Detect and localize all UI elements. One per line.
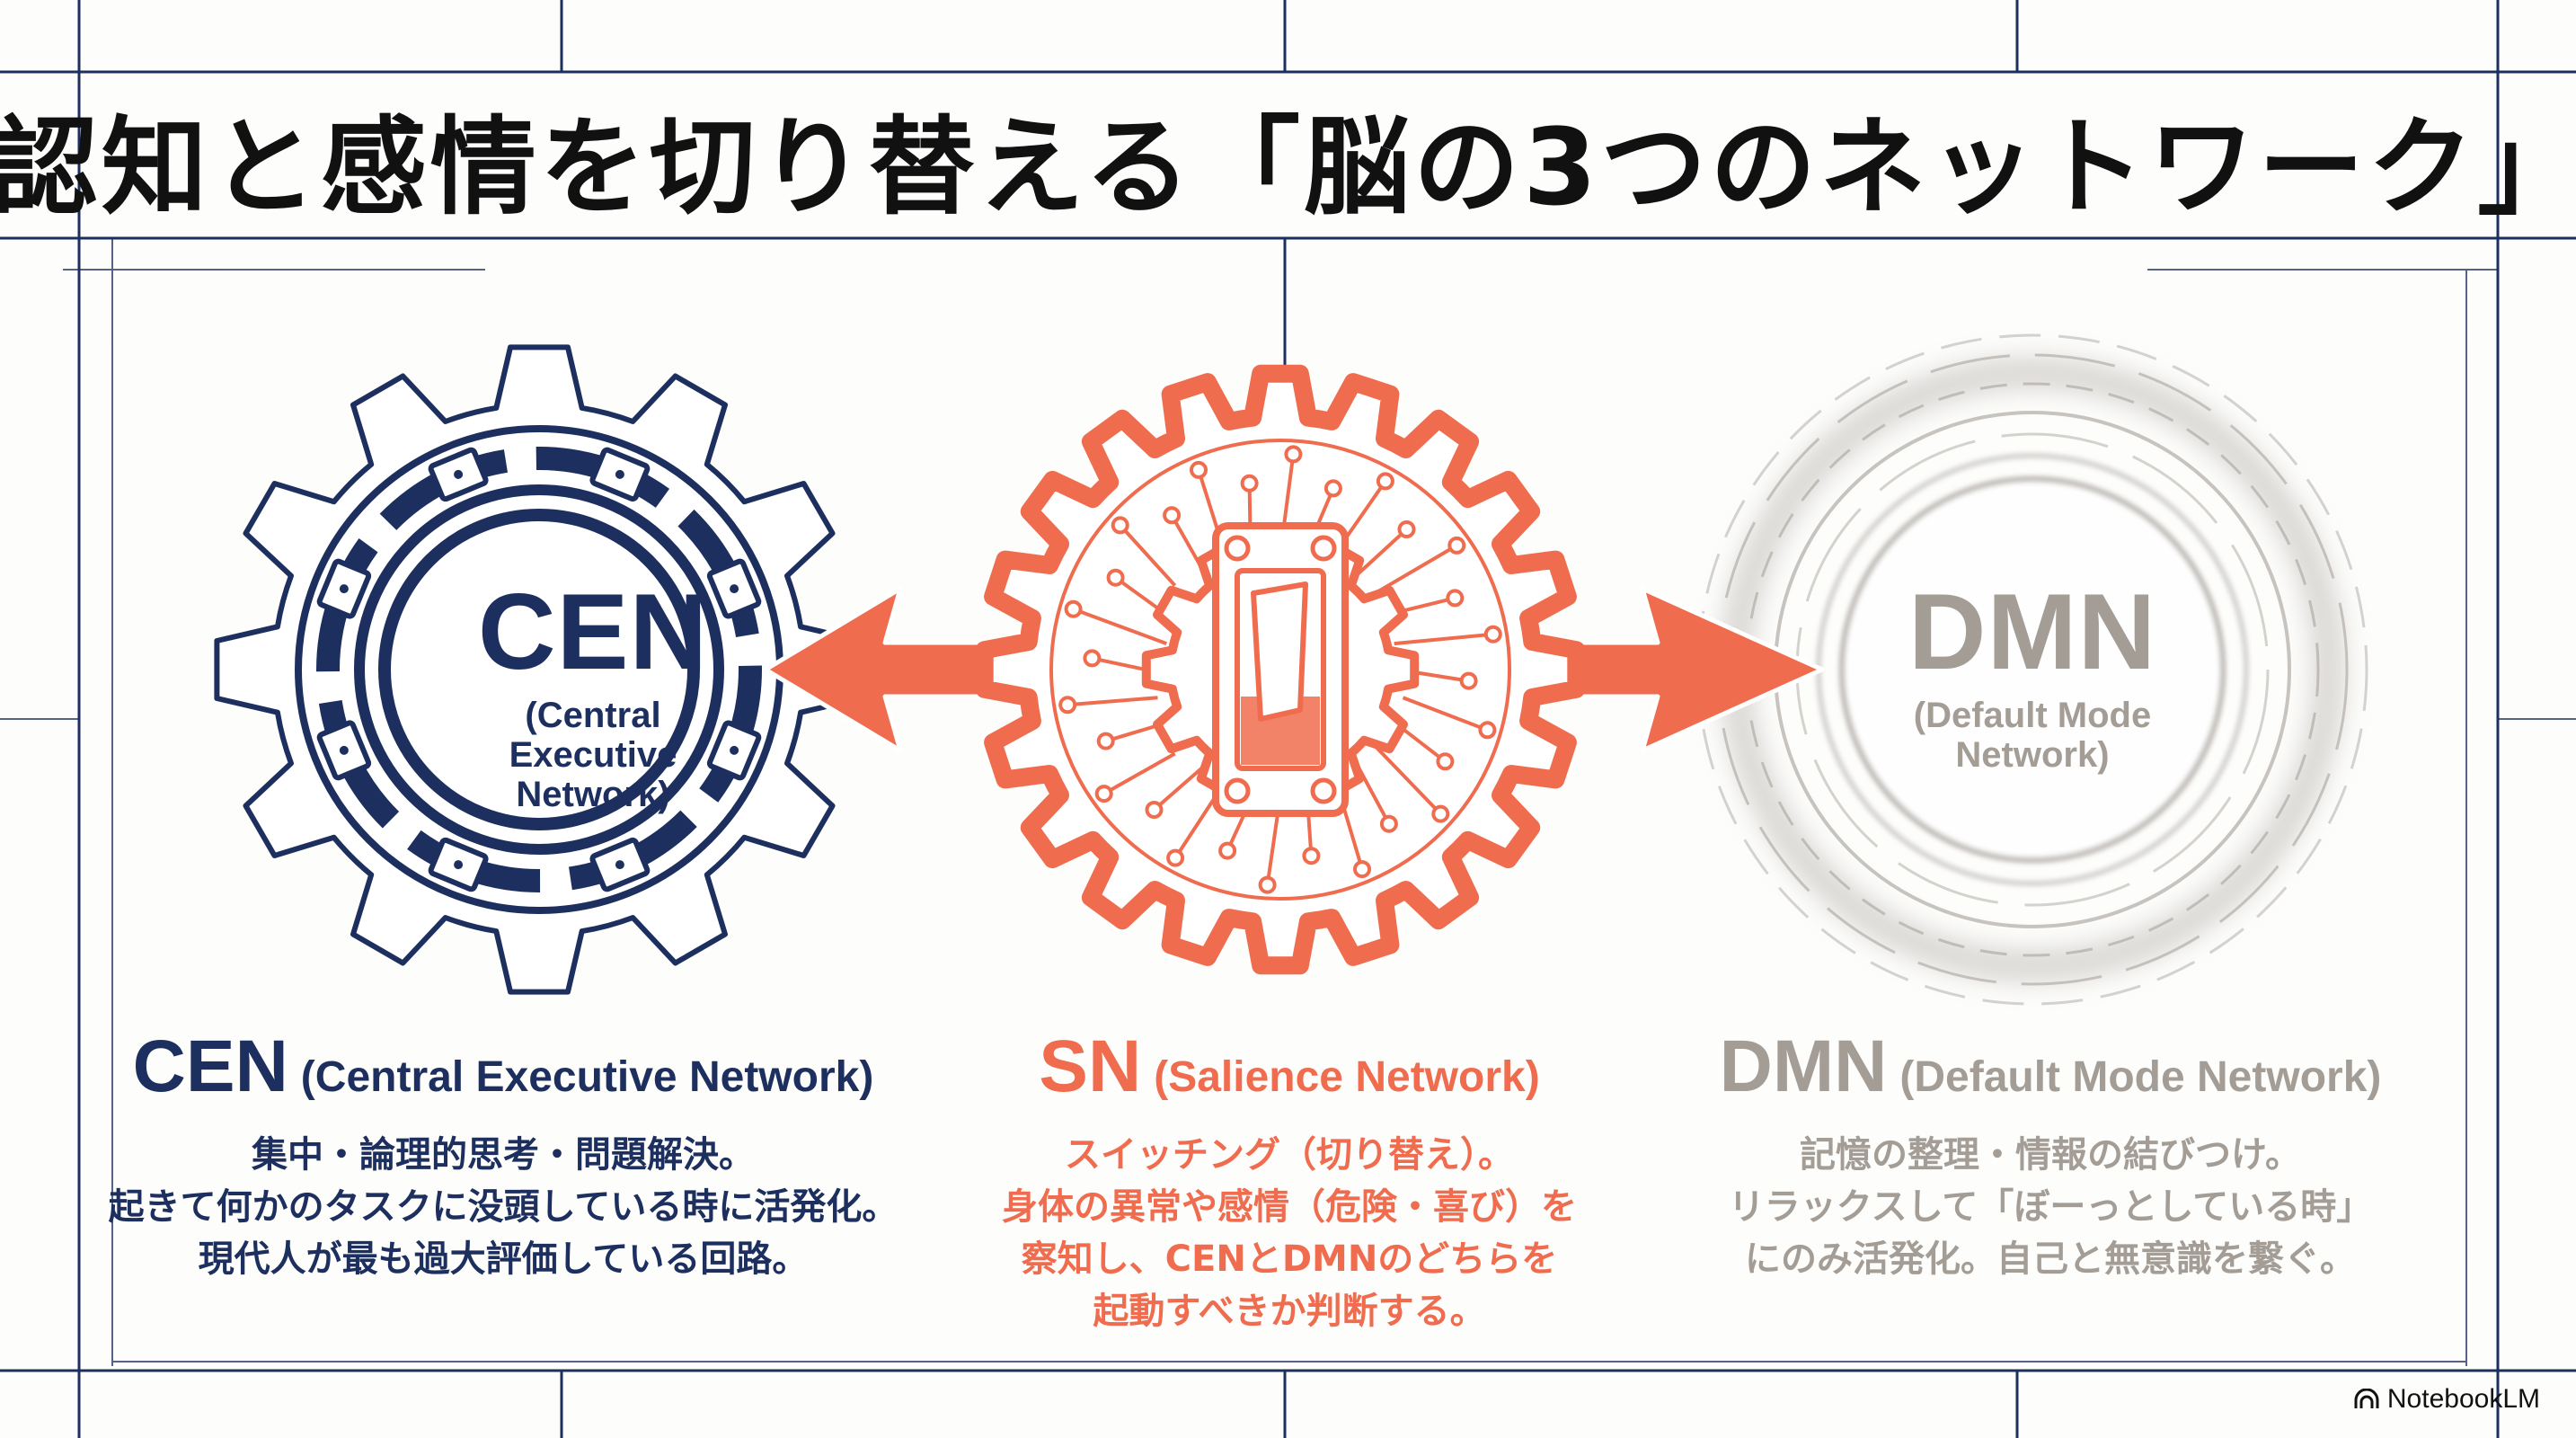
dmn-icon-full: (Default Mode Network) bbox=[1913, 696, 2152, 775]
sn-description-line: 身体の異常や感情（危険・喜び）を bbox=[1002, 1186, 1577, 1228]
notebooklm-brand: NotebookLM bbox=[2353, 1384, 2540, 1415]
page-title: 認知と感情を切り替える「脳の3つのネットワーク」 bbox=[0, 104, 2576, 229]
sn-description: スイッチング（切り替え）。 身体の異常や感情（危険・喜び）を 察知し、CENとD… bbox=[894, 1129, 1685, 1337]
dmn-heading-full: (Default Mode Network) bbox=[1899, 1053, 2382, 1101]
dmn-heading: DMN(Default Mode Network) bbox=[1655, 1025, 2446, 1109]
circuit-switch-gear-icon bbox=[975, 364, 1586, 975]
cen-icon-label: CEN (Central Executive Network) bbox=[359, 575, 827, 814]
cen-heading-abbr: CEN bbox=[132, 1025, 288, 1107]
dmn-description-line: にのみ活発化。自己と無意識を繋ぐ。 bbox=[1745, 1238, 2356, 1280]
sn-heading-full: (Salience Network) bbox=[1154, 1053, 1540, 1101]
dmn-description-line: 記憶の整理・情報の結びつけ。 bbox=[1800, 1134, 2301, 1176]
cen-description-line: 現代人が最も過大評価している回路。 bbox=[198, 1238, 809, 1280]
dmn-description-line: リラックスして「ぼーっとしている時」 bbox=[1728, 1186, 2373, 1228]
cen-description: 集中・論理的思考・問題解決。 起きて何かのタスクに没頭している時に活発化。 現代… bbox=[108, 1129, 899, 1285]
sn-description-line: 起動すべきか判断する。 bbox=[1093, 1291, 1486, 1332]
cen-description-line: 起きて何かのタスクに没頭している時に活発化。 bbox=[108, 1186, 899, 1228]
gear-icon bbox=[214, 344, 864, 995]
dmn-column: DMN(Default Mode Network) 記憶の整理・情報の結びつけ。… bbox=[1655, 1025, 2446, 1285]
cen-icon-full: (Central Executive Network) bbox=[509, 696, 677, 814]
cen-description-line: 集中・論理的思考・問題解決。 bbox=[252, 1134, 755, 1176]
cen-icon-abbr: CEN bbox=[477, 572, 709, 692]
sn-description-line: スイッチング（切り替え）。 bbox=[1065, 1134, 1514, 1176]
dmn-icon-abbr: DMN bbox=[1908, 572, 2157, 692]
brand-label: NotebookLM bbox=[2386, 1384, 2540, 1414]
cen-heading: CEN(Central Executive Network) bbox=[108, 1025, 899, 1109]
notebooklm-logo-icon bbox=[2354, 1389, 2379, 1408]
cen-heading-full: (Central Executive Network) bbox=[300, 1053, 874, 1101]
sn-description-line: 察知し、CENとDMNのどちらを bbox=[1021, 1238, 1558, 1280]
dmn-heading-abbr: DMN bbox=[1719, 1025, 1888, 1107]
dmn-icon-label: DMN (Default Mode Network) bbox=[1799, 575, 2266, 775]
sn-heading: SN(Salience Network) bbox=[894, 1025, 1685, 1109]
dmn-description: 記憶の整理・情報の結びつけ。 リラックスして「ぼーっとしている時」 にのみ活発化… bbox=[1655, 1129, 2446, 1285]
sn-column: SN(Salience Network) スイッチング（切り替え）。 身体の異常… bbox=[894, 1025, 1685, 1337]
sn-heading-abbr: SN bbox=[1039, 1025, 1142, 1107]
cen-column: CEN(Central Executive Network) 集中・論理的思考・… bbox=[108, 1025, 899, 1285]
